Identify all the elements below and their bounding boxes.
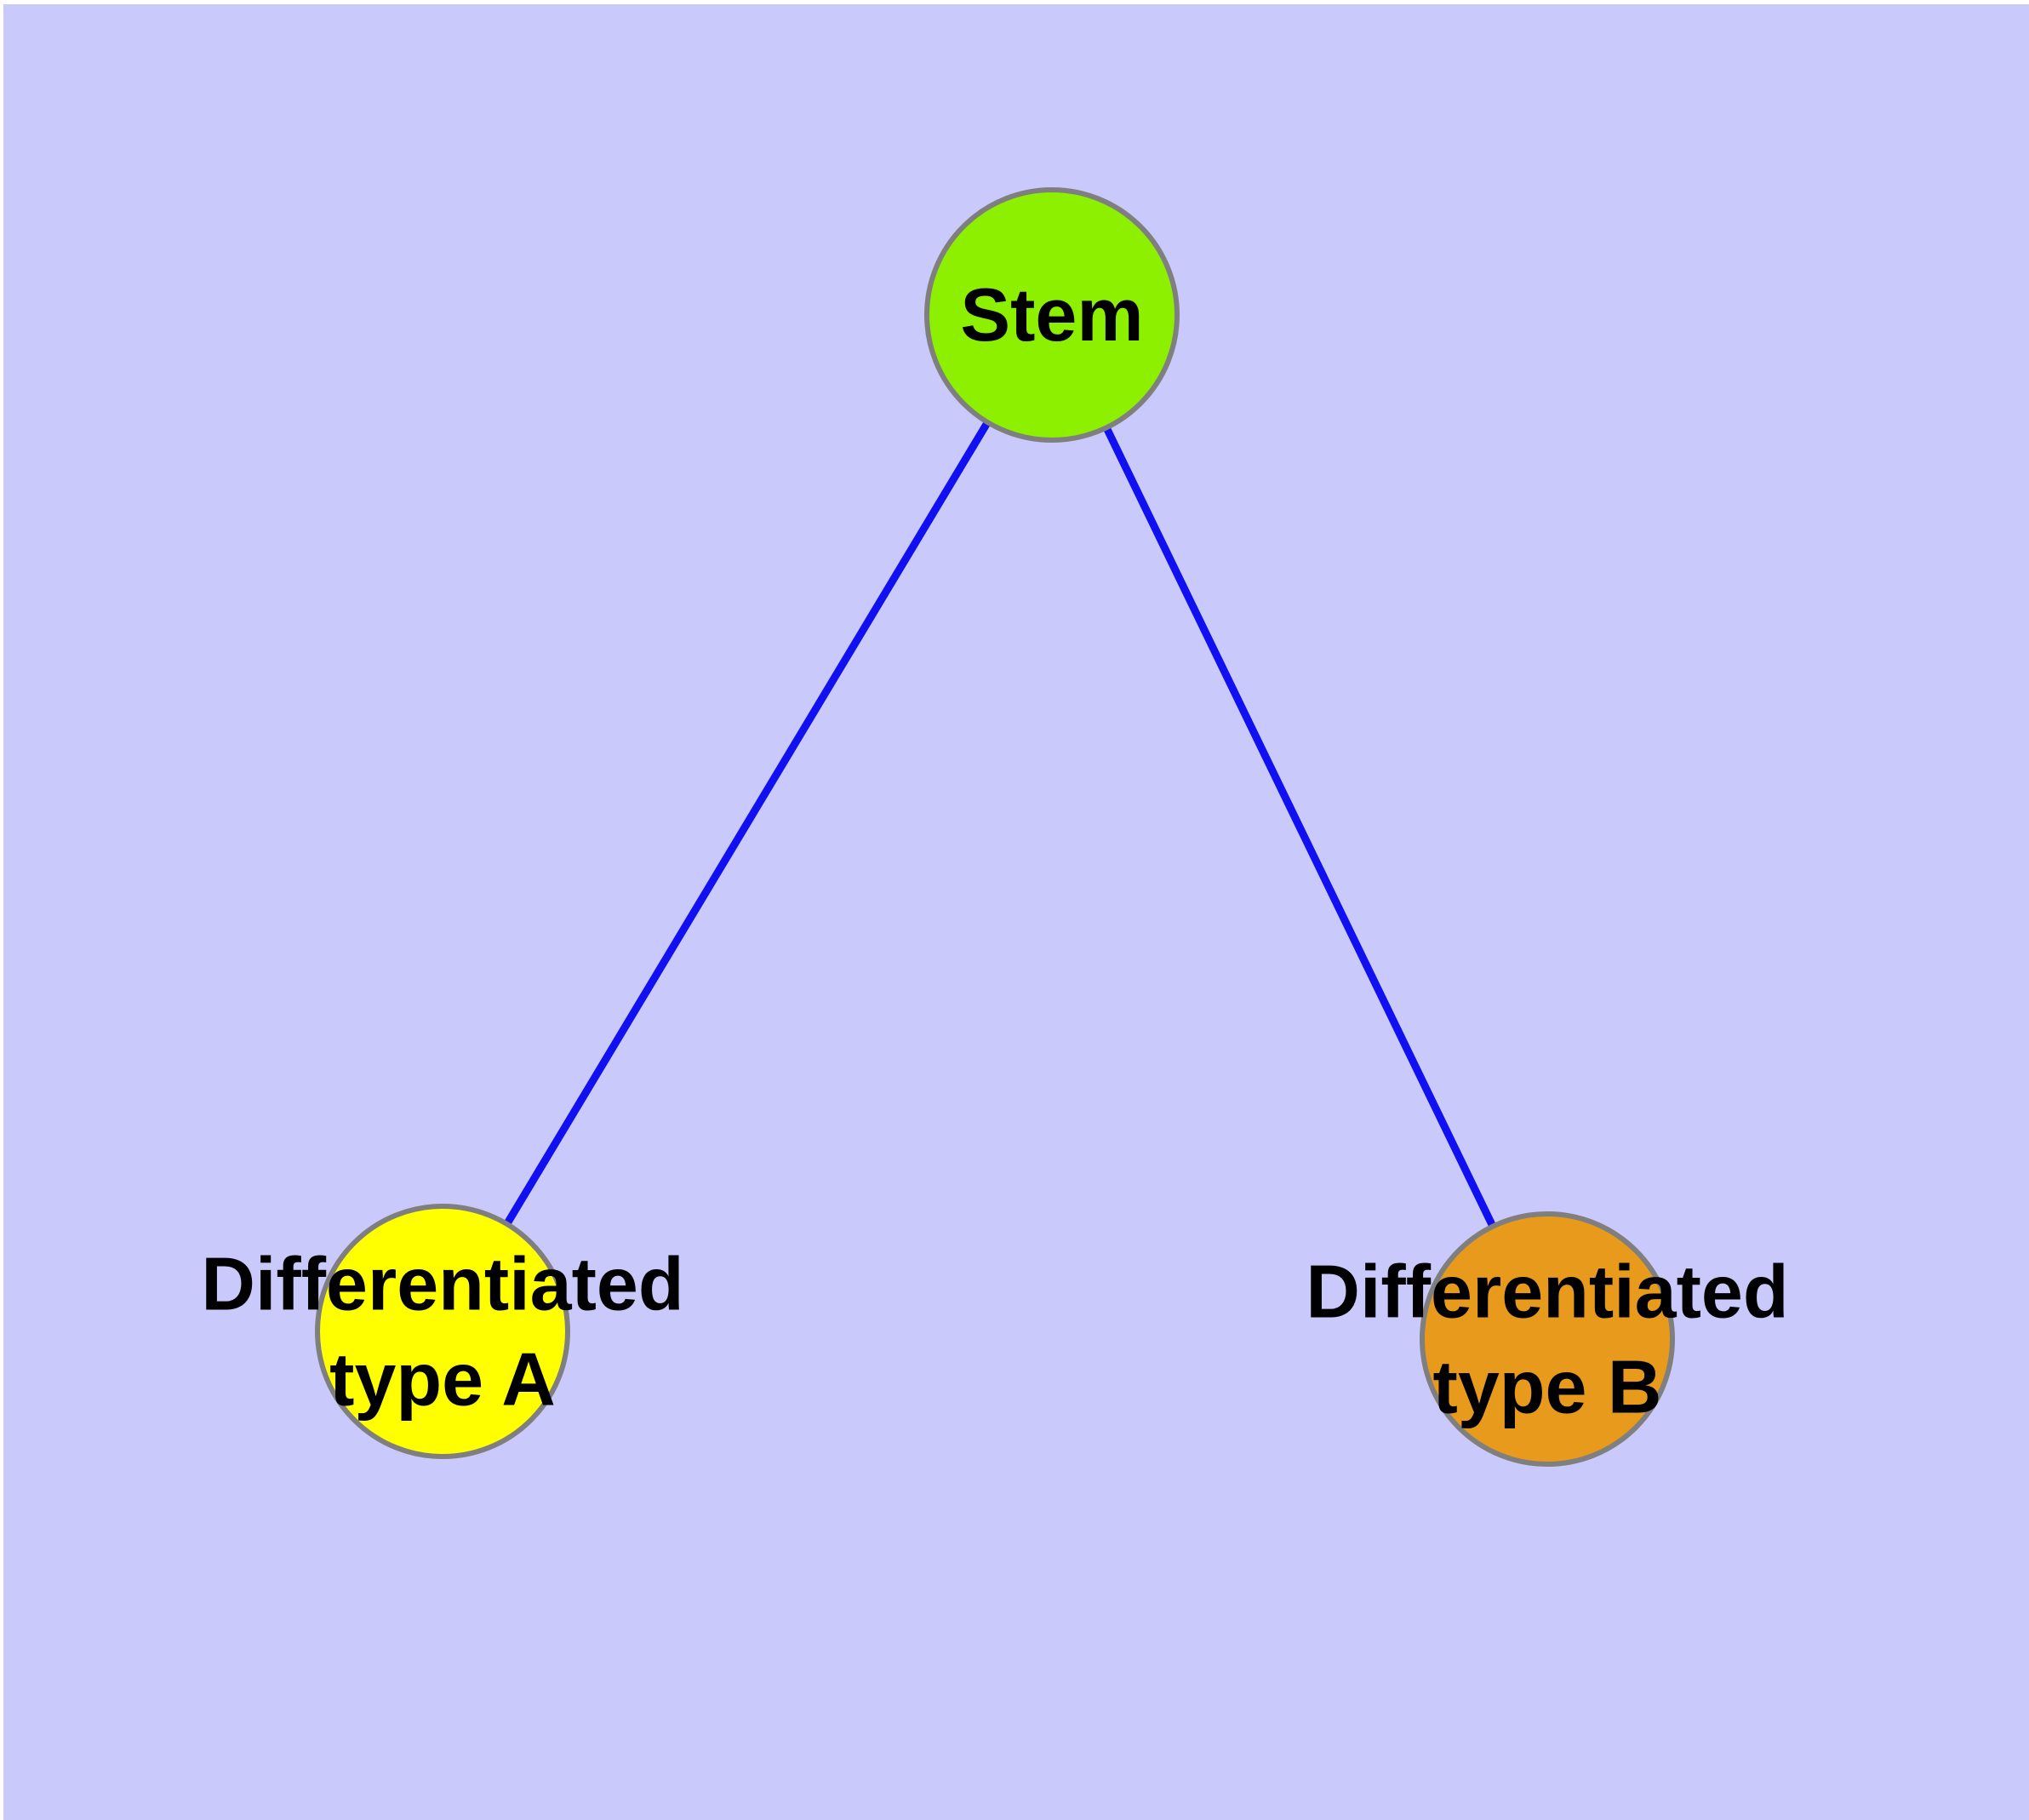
- node-differentiated-type-b: [1420, 1211, 1675, 1467]
- node-label-stem-line1: Stem: [960, 272, 1144, 358]
- node-stem: [924, 187, 1180, 443]
- edge-stem-to-type-a: [439, 312, 1055, 1334]
- node-label-type-b-line2: type B: [1432, 1344, 1662, 1428]
- edge-stem-to-type-b: [1048, 313, 1552, 1341]
- node-label-differentiated-type-a: Differentiated type A: [201, 1236, 683, 1427]
- node-label-type-a-line2: type A: [329, 1336, 556, 1421]
- node-label-type-a-line1: Differentiated: [201, 1241, 684, 1326]
- node-label-type-b-line1: Differentiated: [1306, 1249, 1789, 1334]
- node-label-stem: Stem: [960, 267, 1143, 363]
- node-label-differentiated-type-b: Differentiated type B: [1306, 1244, 1788, 1434]
- node-differentiated-type-a: [315, 1204, 570, 1459]
